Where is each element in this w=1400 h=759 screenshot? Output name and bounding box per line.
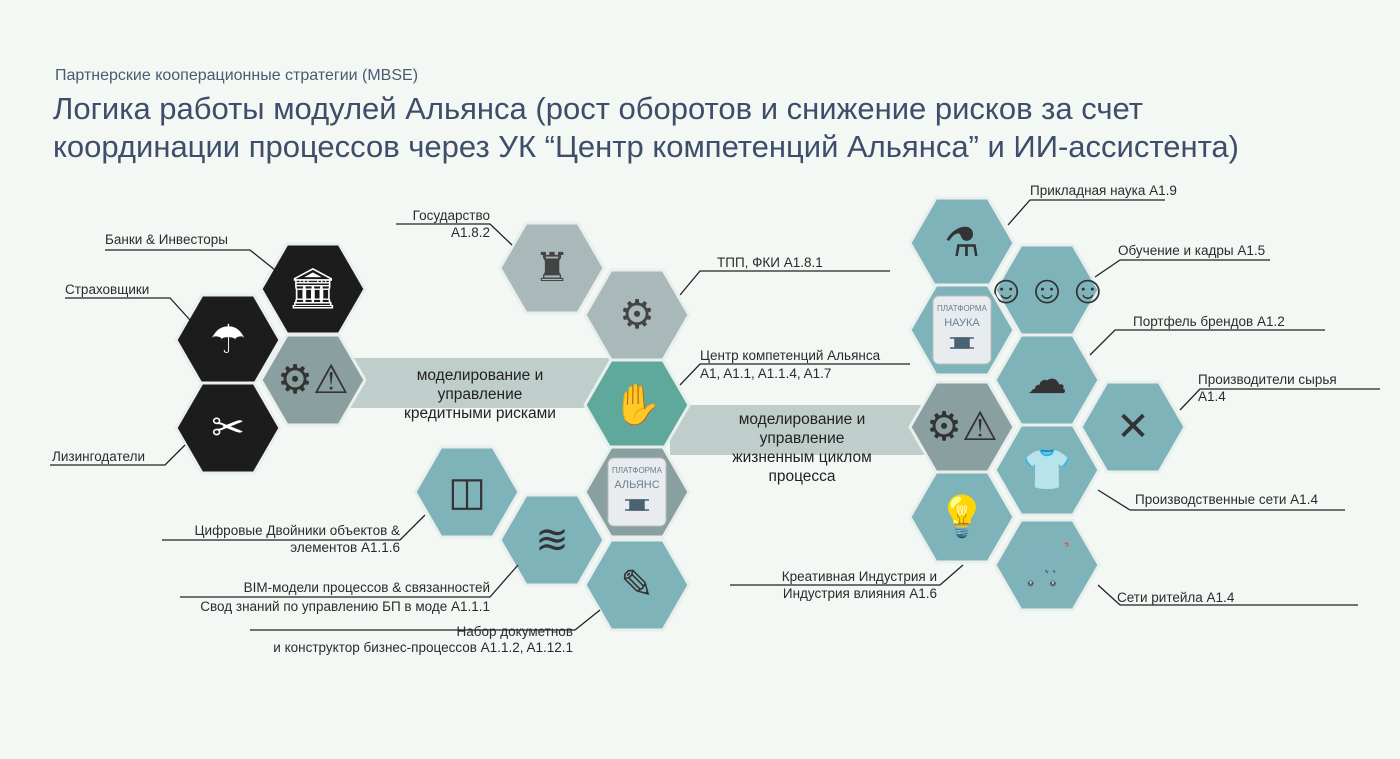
creative-icon: 💡 (937, 493, 987, 539)
hex-production[interactable]: 👕 (993, 423, 1101, 517)
network-icon (625, 499, 649, 511)
leasing-icon: ✂ (211, 406, 245, 450)
docs-icon: ✎ (620, 563, 654, 607)
hex-raw[interactable]: ✕ (1079, 380, 1187, 474)
band-text: кредитными рисками (404, 405, 556, 422)
label-banks: Банки & Инвесторы (105, 232, 228, 247)
credit-risk-icon: ⚙⚠ (277, 358, 349, 402)
platform-label: ПЛАТФОРМА (612, 466, 663, 475)
title-line: координации процессов через УК “Центр ко… (53, 129, 1239, 164)
hexagon (993, 518, 1101, 612)
gov-icon: ♜ (534, 246, 570, 290)
hex-tpp[interactable]: ⚙ (583, 268, 691, 362)
platform-alliance-card[interactable]: ПЛАТФОРМА АЛЬЯНС (607, 457, 667, 527)
hexagon (993, 423, 1101, 517)
platform-name: АЛЬЯНС (614, 479, 659, 491)
platform-name: НАУКА (944, 317, 980, 329)
leader-lines (50, 199, 1380, 631)
label-leasing: Лизингодатели (52, 449, 145, 464)
lifecycle-band-text: моделирование и управление жизненным цик… (732, 411, 872, 485)
hexagon (1079, 380, 1187, 474)
raw-icon: ✕ (1116, 405, 1150, 449)
hexagon (583, 538, 691, 632)
banks-icon: 🏛 (288, 267, 339, 311)
label-gov: Государство (413, 208, 490, 223)
label-tpp: ТПП, ФКИ A1.8.1 (717, 255, 823, 270)
label-bim-2: Свод знаний по управлению БП в моде A1.1… (200, 599, 490, 614)
credit-band-text: моделирование и управление кредитными ри… (404, 367, 556, 422)
hex-lifecycle[interactable]: ⚙⚠ (908, 380, 1016, 474)
lifecycle-band (670, 405, 930, 455)
label-brands: Портфель брендов A1.2 (1133, 314, 1285, 329)
bim-icon: ≋ (535, 518, 569, 562)
hex-training[interactable]: ☺☺☺ (986, 243, 1109, 337)
label-training: Обучение и кадры A1.5 (1118, 243, 1265, 258)
label-creative: Креативная Индустрия и (782, 569, 937, 584)
band-text: моделирование и (739, 411, 866, 428)
label-gov-code: A1.8.2 (451, 225, 490, 240)
band-text: управление (760, 430, 845, 447)
training-icon: ☺☺☺ (986, 268, 1109, 312)
label-docs-2: и конструктор бизнес-процессов A1.1.2, A… (273, 640, 573, 655)
hex-docs[interactable]: ✎ (583, 538, 691, 632)
page-title: Логика работы модулей Альянса (рост обор… (53, 90, 1353, 166)
retail-icon: 🛒 (1022, 541, 1072, 587)
hex-credit-risk[interactable]: ⚙⚠ (259, 333, 367, 427)
band-text: жизненным циклом (732, 449, 872, 466)
label-creative-2: Индустрия влияния A1.6 (783, 586, 937, 601)
band-text: процесса (768, 468, 835, 485)
label-twins-code: элементов A1.1.6 (290, 540, 400, 555)
center-icon: ✋ (612, 381, 662, 427)
hex-gov[interactable]: ♜ (498, 221, 606, 315)
hex-leasing[interactable]: ✂ (174, 381, 282, 475)
label-center: Центр компетенций Альянса (700, 348, 881, 363)
platform-label: ПЛАТФОРМА (937, 304, 988, 313)
hex-brands[interactable]: ☁ (993, 333, 1101, 427)
tpp-icon: ⚙ (619, 293, 655, 337)
insurers-icon: ☂ (210, 318, 246, 362)
band-text: управление (438, 386, 523, 403)
hexagon (498, 493, 606, 587)
hex-retail[interactable]: 🛒 (993, 518, 1101, 612)
hexagon (413, 445, 521, 539)
label-twins: Цифровые Двойники объектов & (195, 523, 400, 538)
label-raw: Производители сырья (1198, 372, 1337, 387)
twins-icon: ◫ (448, 470, 486, 514)
hexagon (174, 381, 282, 475)
hexagon (498, 221, 606, 315)
label-center-code: A1, A1.1, A1.1.4, A1.7 (700, 366, 831, 381)
hex-twins[interactable]: ◫ (413, 445, 521, 539)
label-production: Производственные сети A1.4 (1135, 492, 1318, 507)
network-icon (950, 337, 974, 349)
label-raw-code: A1.4 (1198, 389, 1226, 404)
lifecycle-icon: ⚙⚠ (926, 405, 998, 449)
labels: Банки & Инвесторы Страховщики Лизингодат… (52, 183, 1337, 655)
band-text: моделирование и (417, 367, 544, 384)
science-icon: ⚗ (944, 221, 980, 265)
label-insurers: Страховщики (65, 282, 149, 297)
platform-science-card[interactable]: ПЛАТФОРМА НАУКА (932, 295, 992, 365)
label-retail: Сети ритейла A1.4 (1117, 590, 1235, 605)
hexagon (259, 333, 367, 427)
hexagon (908, 470, 1016, 564)
subtitle: Партнерские кооперационные стратегии (MB… (55, 67, 419, 84)
label-science: Прикладная наука A1.9 (1030, 183, 1177, 198)
brands-icon: ☁ (1027, 358, 1067, 402)
title-line: Логика работы модулей Альянса (рост обор… (53, 91, 1143, 126)
hex-creative[interactable]: 💡 (908, 470, 1016, 564)
hex-center[interactable]: ✋ (583, 358, 691, 452)
hex-banks[interactable]: 🏛 (259, 242, 367, 336)
label-docs: Набор докуметнов (457, 624, 573, 639)
credit-risk-band (350, 358, 610, 408)
production-icon: 👕 (1022, 448, 1072, 492)
hex-bim[interactable]: ≋ (498, 493, 606, 587)
label-bim: BIM-модели процессов & связанностей (244, 580, 490, 595)
